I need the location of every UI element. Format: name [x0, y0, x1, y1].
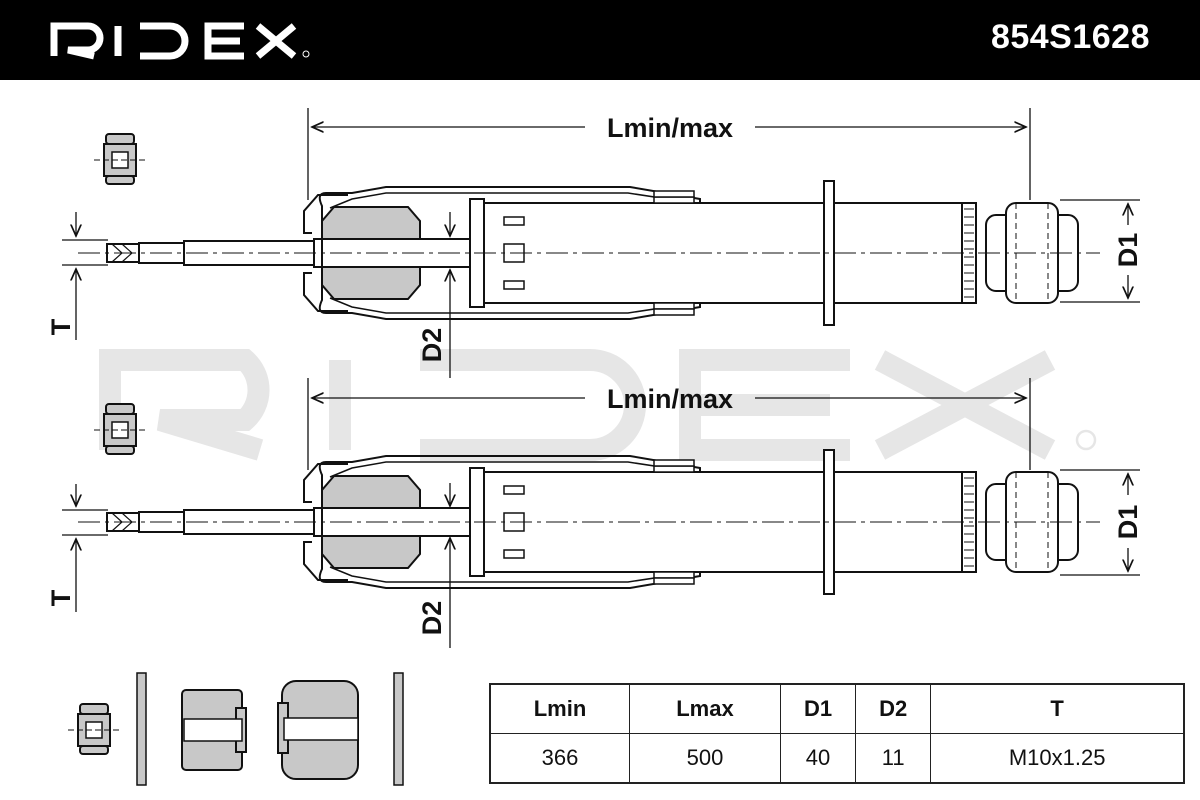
spec-value-lmin: 366	[489, 733, 631, 784]
t-label-bottom: T	[46, 589, 76, 606]
spec-header-d1: D1	[779, 683, 857, 734]
spec-value-lmax: 500	[629, 733, 781, 784]
washer-right	[393, 672, 404, 786]
spec-value-row: 366 500 40 11 M10x1.25	[489, 733, 1185, 784]
shock-absorber-drawing: Lmin/max Lmin/max D1 D1 D2 D2 T T	[46, 108, 1143, 786]
t-label-top: T	[46, 318, 76, 335]
d2-label-top: D2	[417, 328, 447, 363]
spec-header-d2: D2	[855, 683, 932, 734]
length-label-top: Lmin/max	[607, 113, 733, 143]
length-label-bottom: Lmin/max	[607, 384, 733, 414]
spec-header-lmax: Lmax	[629, 683, 781, 734]
bushing-small	[181, 689, 247, 771]
header-bar: 854S1628	[0, 0, 1200, 80]
shock-absorber-top	[77, 180, 1101, 326]
spec-value-d2: 11	[855, 733, 932, 784]
spec-header-t: T	[930, 683, 1185, 734]
spec-header-row: Lmin Lmax D1 D2 T	[489, 683, 1185, 734]
washer-left	[136, 672, 147, 786]
brand-logo	[50, 22, 310, 60]
spec-header-lmin: Lmin	[489, 683, 631, 734]
bushing-large	[277, 680, 359, 780]
spec-table: Lmin Lmax D1 D2 T 366 500 40 11 M10x1.25	[489, 683, 1185, 784]
shock-absorber-bottom	[77, 449, 1101, 595]
part-number: 854S1628	[990, 18, 1150, 56]
d1-label-bottom: D1	[1113, 505, 1143, 540]
spec-value-d1: 40	[779, 733, 857, 784]
d2-label-bottom: D2	[417, 601, 447, 636]
watermark-logo	[99, 349, 1097, 461]
d1-label-top: D1	[1113, 233, 1143, 268]
nut-top	[93, 133, 147, 185]
nut-loose	[67, 703, 121, 755]
spec-value-t: M10x1.25	[930, 733, 1185, 784]
